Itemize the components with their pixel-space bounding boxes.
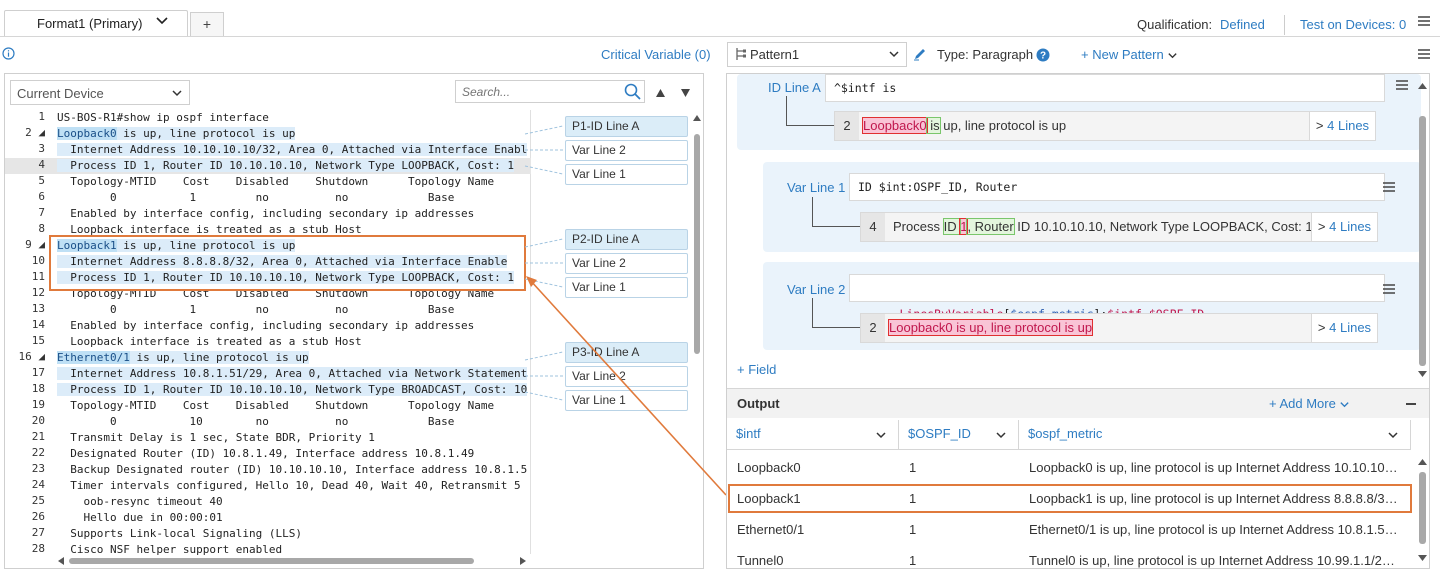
output-row[interactable]: Tunnel0 1 Tunnel0 is up, line protocol is … [727,545,1413,570]
sample-line-text: Loopback0 is up, line protocol is up [889,314,1092,342]
field-expression-input[interactable]: ID $int:OSPF_ID, Router [849,173,1385,201]
matched-segment: Loopback0 [863,118,927,133]
field-card-id-line-a: ID Line A ^$intf is 2 Loopback0 is up, l… [737,74,1421,150]
connector-line [812,298,860,328]
field-expression-input[interactable]: ^$intf is [825,74,1385,102]
expand-lines-button[interactable]: > 4 Lines [1311,213,1377,241]
connector-line [786,96,834,126]
cell-intf: Loopback0 [737,452,897,483]
add-more-label: + Add More [1269,396,1336,411]
sample-line-text: Process ID 1, Router ID 10.10.10.10, Net… [893,213,1313,241]
scrollbar-thumb[interactable] [1419,116,1426,366]
hamburger-menu-icon[interactable] [1383,282,1395,299]
hamburger-menu-icon[interactable] [1383,180,1395,197]
column-header-intf[interactable]: $intf [727,420,899,450]
sample-segment: Process [893,219,944,234]
sample-line: 2 Loopback0 is up, line protocol is up >… [860,313,1378,343]
output-title: Output [737,396,780,411]
chevron-down-icon [1339,399,1350,410]
sample-line: 4 Process ID 1, Router ID 10.10.10.10, N… [860,212,1378,242]
vertical-scrollbar[interactable] [1418,82,1427,378]
matched-segment: is [927,118,940,133]
lines-count: 4 Lines [1329,320,1371,335]
chevron-down-icon [1387,429,1399,441]
expand-lines-button[interactable]: > 4 Lines [1309,112,1375,140]
cell-intf: Tunnel0 [737,545,897,570]
cell-ospf-metric: Ethernet0/1 is up, line protocol is up I… [1029,514,1401,545]
pattern-editor-panel: ID Line A ^$intf is 2 Loopback0 is up, l… [726,73,1430,569]
collapse-icon[interactable] [1406,403,1416,405]
field-label: Var Line 2 [787,282,845,297]
sample-line: 2 Loopback0 is up, line protocol is up >… [834,111,1376,141]
cell-ospf-metric: Tunnel0 is up, line protocol is up Inter… [1029,545,1401,570]
sample-line-number: 2 [835,112,859,140]
field-card-var-line-2: Var Line 2 LinesByVariable[$ospf_metric]… [763,262,1421,350]
scrollbar-thumb[interactable] [1419,472,1426,544]
column-label: $intf [736,426,761,441]
cell-ospf-id: 1 [909,483,1009,514]
sample-segment: up, line protocol is up [940,118,1066,133]
sample-line-number: 4 [861,213,885,241]
hamburger-menu-icon[interactable] [1396,78,1408,95]
connector-line [812,197,860,227]
lines-count: 4 Lines [1329,219,1371,234]
scroll-down-icon [1418,370,1427,378]
expand-lines-button[interactable]: > 4 Lines [1311,314,1377,342]
scroll-up-icon [1418,82,1427,90]
cell-ospf-id: 1 [909,452,1009,483]
column-label: $ospf_metric [1028,426,1102,441]
lines-count: 4 Lines [1327,118,1369,133]
column-header-ospf-metric[interactable]: $ospf_metric [1019,420,1411,450]
cell-ospf-id: 1 [909,545,1009,570]
cell-intf: Loopback1 [737,483,897,514]
chevron-down-icon [995,429,1007,441]
column-header-ospf-id[interactable]: $OSPF_ID [899,420,1019,450]
field-label: Var Line 1 [787,180,845,195]
matched-segment: Loopback0 is up, line protocol is up [889,320,1092,335]
scroll-up-icon [1418,458,1427,466]
column-label: $OSPF_ID [908,426,971,441]
cell-intf: Ethernet0/1 [737,514,897,545]
field-expression-input[interactable]: LinesByVariable[$ospf_metric]:$intf-$OSP… [849,274,1385,302]
add-field-button[interactable]: + Field [737,362,776,377]
sample-line-number: 2 [861,314,885,342]
output-row[interactable]: Loopback0 1 Loopback0 is up, line protocol… [727,452,1413,483]
output-row[interactable]: Ethernet0/1 1 Ethernet0/1 is up, line prot… [727,514,1413,545]
matched-segment: , Router [967,219,1013,234]
sample-segment: ID 10.10.10.10, Network Type LOOPBACK, C… [1014,219,1313,234]
cell-ospf-id: 1 [909,514,1009,545]
cell-ospf-metric: Loopback1 is up, line protocol is up Int… [1029,483,1401,514]
field-label: ID Line A [768,80,821,95]
field-card-var-line-1: Var Line 1 ID $int:OSPF_ID, Router 4 Pro… [763,162,1421,252]
scroll-down-icon [1418,554,1427,562]
cell-ospf-metric: Loopback0 is up, line protocol is up Int… [1029,452,1401,483]
output-row[interactable]: Loopback1 1 Loopback1 is up, line protocol… [727,483,1413,514]
sample-line-text: Loopback0 is up, line protocol is up [863,112,1066,140]
chevron-down-icon [875,429,887,441]
matched-segment: ID [944,219,961,234]
vertical-scrollbar[interactable] [1418,458,1427,564]
add-more-button[interactable]: + Add More [1269,396,1350,411]
output-header: Output + Add More [727,388,1429,418]
